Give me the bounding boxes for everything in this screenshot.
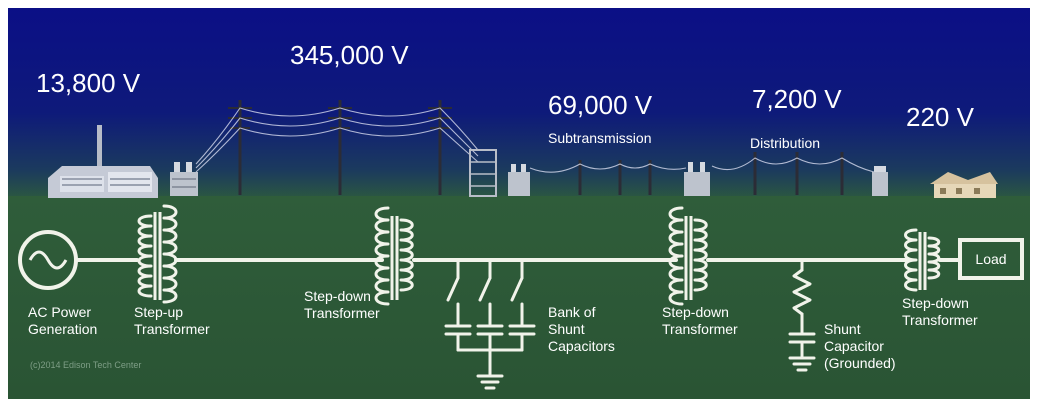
shunt-capacitor-bank-symbol bbox=[444, 258, 536, 390]
transmission-wires bbox=[195, 107, 479, 173]
load-label: Load bbox=[975, 251, 1006, 267]
load-box bbox=[958, 238, 1024, 280]
transformer-icon bbox=[170, 162, 198, 196]
ac-power-generation-label: AC Power Generation bbox=[28, 304, 97, 337]
utility-pole-icon bbox=[753, 152, 844, 195]
shunt-capacitor-grounded-label: Shunt Capacitor (Grounded) bbox=[824, 321, 896, 371]
step-down-transformer-symbol bbox=[904, 228, 941, 292]
voltage-label-transmission: 345,000 V bbox=[290, 40, 409, 70]
step-down-transformer-symbol bbox=[374, 206, 414, 306]
bank-of-shunt-capacitors-label: Bank of Shunt Capacitors bbox=[548, 304, 615, 354]
voltage-label-generation: 13,800 V bbox=[36, 68, 141, 98]
voltage-label-distribution: 7,200 V bbox=[752, 84, 842, 114]
utility-pole-icon bbox=[578, 160, 652, 195]
section-label-distribution: Distribution bbox=[750, 135, 820, 151]
transformer-icon bbox=[684, 162, 710, 196]
power-plant-icon bbox=[48, 125, 158, 198]
voltage-label-subtransmission: 69,000 V bbox=[548, 90, 653, 120]
step-down-transformer-label-2: Step-down Transformer bbox=[662, 304, 738, 337]
grounded-shunt-capacitor-symbol bbox=[788, 258, 816, 372]
distribution-wires bbox=[711, 157, 875, 173]
section-label-subtransmission: Subtransmission bbox=[548, 130, 652, 146]
step-down-transformer-symbol bbox=[668, 206, 708, 306]
step-down-transformer-label-3: Step-down Transformer bbox=[902, 295, 978, 328]
substation-icon bbox=[469, 149, 530, 197]
pole-transformer-icon bbox=[872, 166, 888, 196]
ground bbox=[8, 196, 1030, 399]
step-down-transformer-label-1: Step-down Transformer bbox=[304, 288, 380, 321]
subtransmission-wires bbox=[529, 163, 687, 173]
step-up-transformer-symbol bbox=[137, 204, 178, 304]
step-up-transformer-label: Step-up Transformer bbox=[134, 304, 210, 337]
house-icon bbox=[930, 172, 998, 198]
copyright-notice: (c)2014 Edison Tech Center bbox=[30, 360, 141, 370]
voltage-label-service: 220 V bbox=[906, 102, 975, 132]
